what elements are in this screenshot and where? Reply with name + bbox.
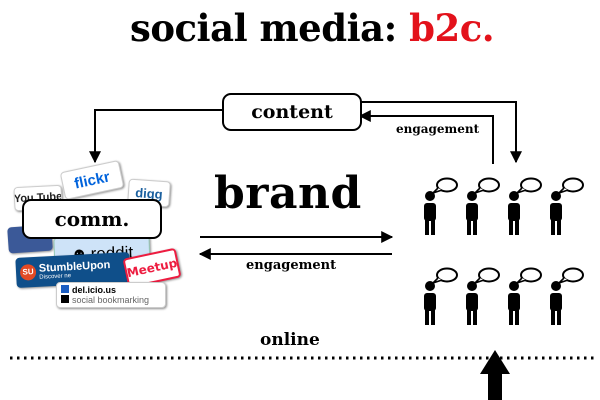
person-icon [508, 191, 520, 235]
up-arrow-icon [480, 350, 510, 400]
delicious-icon [61, 285, 69, 293]
online-label: online [260, 330, 320, 350]
person-icon [550, 281, 562, 325]
person-icon [508, 281, 520, 325]
speech-bubble-icon [432, 177, 458, 194]
content-to-audience-arrow [358, 101, 522, 164]
speech-bubble-icon [558, 267, 584, 284]
person-icon [424, 281, 436, 325]
title-main: social media: [130, 6, 410, 50]
content-to-comm-arrow [89, 109, 224, 164]
speech-bubble-icon [516, 267, 542, 284]
person-icon [424, 191, 436, 235]
page-title: social media: b2c. [130, 6, 595, 56]
speech-bubble-icon [432, 267, 458, 284]
audience-to-content-engagement-arrow [358, 110, 494, 164]
person-icon [466, 191, 478, 235]
person-icon [550, 191, 562, 235]
audience-group [424, 177, 584, 325]
brand-label: brand [214, 168, 362, 219]
speech-bubble-icon [474, 267, 500, 284]
delicious-logo-text: del.icio.us [72, 285, 117, 295]
speech-bubble-icon [516, 177, 542, 194]
content-box: content [222, 93, 362, 131]
engagement-label-top: engagement [396, 122, 480, 136]
comm-box: comm. [22, 199, 162, 239]
delicious-tagline: social bookmarking [72, 295, 150, 305]
person-icon [466, 281, 478, 325]
engagement-label-middle: engagement [246, 258, 337, 273]
title-accent: b2c. [409, 6, 495, 50]
speech-bubble-icon [474, 177, 500, 194]
stumbleupon-icon: SU [19, 263, 37, 281]
speech-bubble-icon [558, 177, 584, 194]
